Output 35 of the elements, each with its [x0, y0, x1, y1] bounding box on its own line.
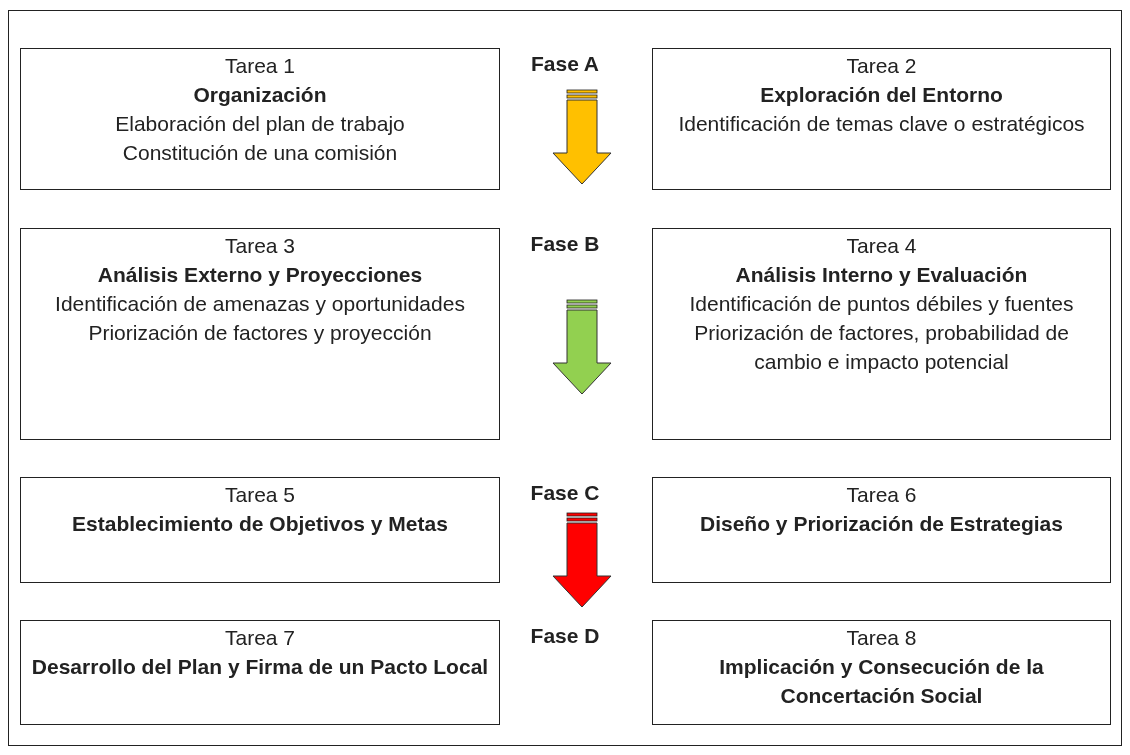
task-description: Elaboración del plan de trabajo	[114, 111, 406, 137]
task-number: Tarea 1	[223, 53, 296, 79]
task-number: Tarea 7	[223, 625, 296, 651]
task-title: Análisis Externo y Proyecciones	[96, 262, 424, 288]
phase-label: Fase D	[529, 624, 601, 648]
phase-label: Fase A	[529, 52, 601, 76]
task-description: Identificación de amenazas y oportunidades	[54, 291, 466, 317]
task-title: Desarrollo del Plan y Firma de un Pacto Local	[30, 654, 490, 680]
task-description: Priorización de factores, probabilidad de cambio e impacto potencial	[693, 320, 1070, 375]
task-box	[20, 48, 500, 190]
task-description: Identificación de temas clave o estratégicos	[677, 111, 1086, 137]
task-box	[20, 477, 500, 583]
task-number: Tarea 4	[845, 233, 918, 259]
phase-label: Fase C	[529, 481, 601, 505]
task-number: Tarea 5	[223, 482, 296, 508]
task-box	[20, 228, 500, 440]
task-box	[652, 477, 1111, 583]
task-number: Tarea 8	[845, 625, 918, 651]
task-box	[652, 48, 1111, 190]
task-title: Diseño y Priorización de Estrategias	[699, 511, 1064, 537]
task-description: Constitución de una comisión	[121, 140, 399, 166]
task-title: Análisis Interno y Evaluación	[734, 262, 1029, 288]
phase-label: Fase B	[529, 232, 601, 256]
task-number: Tarea 3	[223, 233, 296, 259]
task-number: Tarea 2	[845, 53, 918, 79]
task-title: Exploración del Entorno	[759, 82, 1004, 108]
task-title: Organización	[192, 82, 328, 108]
task-title: Implicación y Consecución de la Concertación Social	[718, 654, 1045, 709]
task-title: Establecimiento de Objetivos y Metas	[71, 511, 449, 537]
task-box	[652, 620, 1111, 725]
task-description: Priorización de factores y proyección	[87, 320, 433, 346]
task-description: Identificación de puntos débiles y fuentes	[688, 291, 1075, 317]
task-number: Tarea 6	[845, 482, 918, 508]
task-box	[652, 228, 1111, 440]
task-box	[20, 620, 500, 725]
